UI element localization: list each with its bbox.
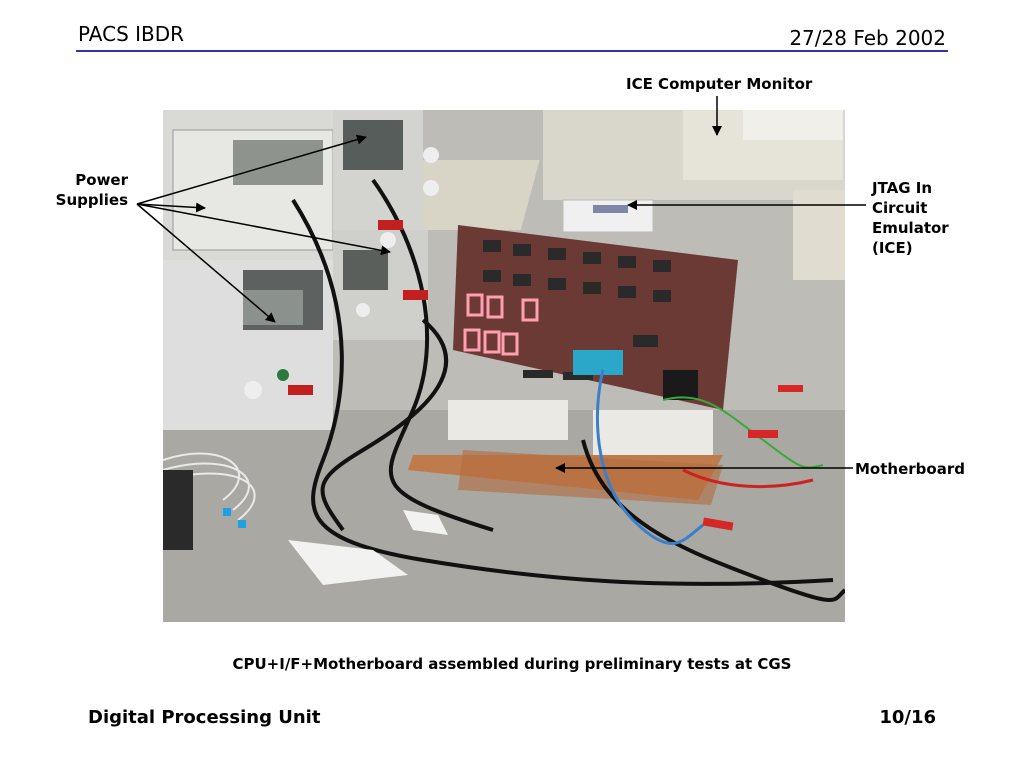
header-rule [76, 50, 948, 52]
lab-photo [163, 110, 845, 622]
label-power-supplies-line1: Power [75, 171, 128, 189]
label-jtag-line4: (ICE) [872, 239, 913, 257]
label-jtag-line2: Circuit [872, 199, 928, 217]
header-title: PACS IBDR [78, 22, 185, 46]
label-power-supplies-line2: Supplies [55, 191, 128, 209]
photo-caption: CPU+I/F+Motherboard assembled during pre… [232, 655, 792, 673]
footer-page-number: 10/16 [879, 707, 936, 728]
label-ice-computer-monitor: ICE Computer Monitor [626, 75, 813, 93]
lab-photo-illustration [163, 110, 845, 622]
label-power-supplies: Power Supplies [40, 170, 128, 210]
label-jtag-line3: Emulator [872, 219, 949, 237]
footer-section: Digital Processing Unit [88, 707, 321, 728]
label-jtag-ice: JTAG In Circuit Emulator (ICE) [872, 178, 949, 258]
header-date: 27/28 Feb 2002 [789, 26, 946, 50]
label-jtag-line1: JTAG In [872, 179, 933, 197]
label-motherboard: Motherboard [855, 460, 965, 478]
